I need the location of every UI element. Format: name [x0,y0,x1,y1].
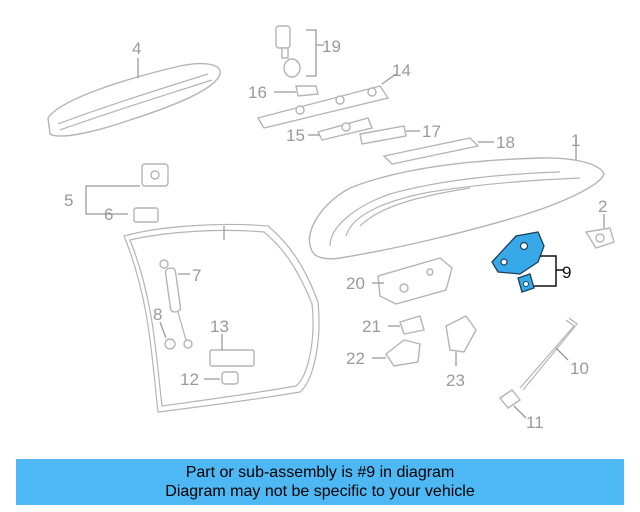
callout-19: 19 [322,37,341,56]
part-5-lock [141,163,169,187]
part-7-gas-strut [159,259,193,349]
part-9-highlighted [491,231,545,293]
part-6-striker [133,207,159,223]
banner-line-1: Part or sub-assembly is #9 in diagram [185,464,455,481]
callout-9: 9 [562,263,571,282]
banner-line-2: Diagram may not be specific to your vehi… [165,483,475,500]
callout-6: 6 [104,205,113,224]
part-12-bumper [221,371,239,385]
part-20-latch [377,257,453,305]
part-8-ball-stud [164,338,176,350]
callout-2: 2 [598,197,607,216]
info-banner: Part or sub-assembly is #9 in diagram Di… [16,459,624,505]
callout-4: 4 [132,39,141,58]
part-4-spoiler [47,62,221,137]
callout-22: 22 [346,349,365,368]
part-door-opening-seal [123,223,320,413]
callout-23: 23 [446,371,465,390]
callout-5: 5 [64,191,73,210]
callout-20: 20 [346,274,365,293]
callout-1: 1 [571,131,580,150]
callout-13: 13 [210,317,229,336]
callout-15: 15 [286,126,305,145]
callout-7: 7 [192,266,201,285]
part-23-bracket [445,315,477,353]
part-10-release-rod [519,317,578,391]
callout-12: 12 [180,370,199,389]
part-2-hinge [584,227,615,249]
part-18-strip [382,137,480,165]
part-14-hinge-bar [256,85,390,129]
part-17-bracket [359,125,407,145]
callout-11: 11 [526,413,544,432]
part-15-bracket [316,117,373,141]
callout-16: 16 [248,83,267,102]
part-16-clip [295,85,319,97]
callout-14: 14 [392,61,411,80]
part-1-back-door [308,157,605,260]
callout-10: 10 [570,359,589,378]
parts-diagram: 4 19 16 14 15 17 18 [47,25,615,432]
callout-21: 21 [362,317,381,336]
callout-17: 17 [422,122,441,141]
part-13-motor [209,349,255,367]
part-11-clip [498,389,522,409]
callout-8: 8 [153,305,162,324]
part-19-strut-top [275,25,301,78]
part-22-cover [385,339,421,367]
callout-18: 18 [496,133,515,152]
part-21-actuator [399,315,425,335]
